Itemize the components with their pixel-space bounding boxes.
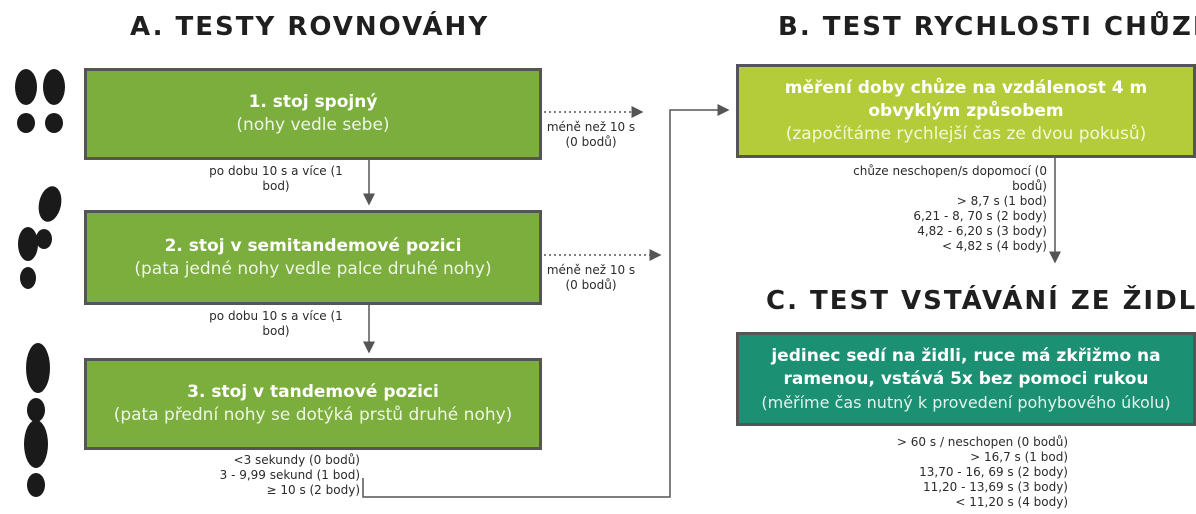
section-c-box-title: jedinec sedí na židli, ruce má zkřižmo n… (771, 345, 1161, 389)
step1-fail-note: méně než 10 s (0 bodů) (546, 120, 636, 149)
feet-tandem-icon (24, 343, 50, 497)
section-b-box-title: měření doby chůze na vzdálenost 4 m obvy… (784, 77, 1148, 121)
section-a-scoring: <3 sekundy (0 bodů) 3 - 9,99 sekund (1 b… (219, 453, 360, 497)
section-b-title: B. TEST RYCHLOSTI CHŮZE (778, 12, 1196, 42)
step3-box: 3. stoj v tandemové pozici (pata přední … (84, 358, 542, 450)
step2-title: 2. stoj v semitandemové pozici (164, 235, 462, 256)
section-c-scoring: > 60 s / neschopen (0 bodů) > 16,7 s (1 … (896, 435, 1068, 509)
section-c-box: jedinec sedí na židli, ruce má zkřižmo n… (736, 332, 1196, 426)
section-a-title: A. TESTY ROVNOVÁHY (130, 12, 490, 42)
section-b-box: měření doby chůze na vzdálenost 4 m obvy… (736, 64, 1196, 158)
step1-box: 1. stoj spojný (nohy vedle sebe) (84, 68, 542, 160)
connector-a-to-b (362, 104, 730, 498)
step2-pass-note: po dobu 10 s a více (1 bod) (209, 309, 343, 338)
step1-pass-note: po dobu 10 s a více (1 bod) (209, 164, 343, 193)
section-c-box-subtitle: (měříme čas nutný k provedení pohybového… (761, 392, 1171, 412)
step2-fail-note: méně než 10 s (0 bodů) (546, 263, 636, 292)
step3-subtitle: (pata přední nohy se dotýká prstů druhé … (113, 405, 513, 425)
step2-subtitle: (pata jedné nohy vedle palce druhé nohy) (134, 258, 492, 279)
feet-semitandem-icon (18, 186, 62, 289)
section-c-title: C. TEST VSTÁVÁNÍ ZE ŽIDLE (766, 286, 1196, 316)
feet-together-icon (15, 69, 65, 133)
section-b-box-subtitle: (započítáme rychlejší čas ze dvou pokusů… (785, 123, 1147, 144)
section-b-scoring: chůze neschopen/s dopomocí (0 bodů) > 8,… (853, 164, 1047, 253)
step1-subtitle: (nohy vedle sebe) (236, 115, 390, 135)
step2-box: 2. stoj v semitandemové pozici (pata jed… (84, 210, 542, 305)
step3-title: 3. stoj v tandemové pozici (187, 382, 439, 402)
step1-title: 1. stoj spojný (248, 92, 378, 112)
